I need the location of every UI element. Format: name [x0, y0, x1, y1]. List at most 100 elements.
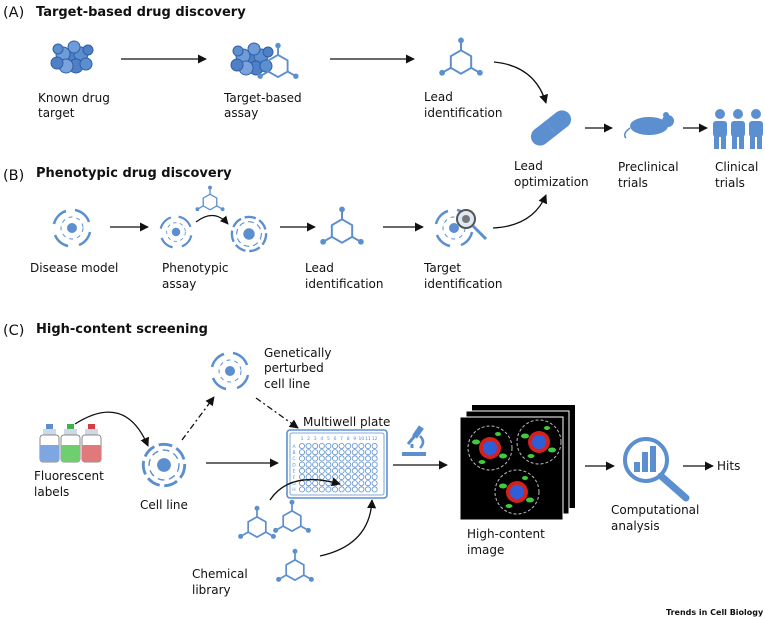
plate-well — [338, 442, 345, 449]
lead-id-a-label-1: Lead — [424, 90, 453, 104]
plate-row-label: B — [292, 450, 295, 456]
lead-molecule-icon-b — [319, 205, 365, 246]
hits-label: Hits — [717, 459, 740, 473]
plate-well — [345, 480, 352, 487]
known-target-label-2: target — [38, 106, 75, 120]
known-drug-target-icon — [50, 40, 94, 74]
plate-well — [371, 486, 378, 493]
credit-text: Trends in Cell Biology — [666, 608, 764, 617]
plate-well — [351, 442, 358, 449]
plate-well — [358, 461, 365, 468]
target-assay-label-1: Target-based — [223, 91, 302, 105]
plate-well — [364, 467, 371, 474]
chemical-label-2: library — [192, 583, 231, 597]
plate-well — [364, 480, 371, 487]
plate-well — [312, 480, 319, 487]
genetic-label-1: Genetically — [264, 346, 331, 360]
plate-well — [312, 455, 319, 462]
fluorescent-label-1: Fluorescent — [34, 469, 104, 483]
plate-well — [371, 480, 378, 487]
plate-well — [338, 455, 345, 462]
section-a-title: Target-based drug discovery — [36, 5, 246, 20]
plate-well — [318, 480, 325, 487]
plate-col-label: 5 — [327, 436, 330, 442]
plate-well — [331, 486, 338, 493]
lead-id-b-label-1: Lead — [305, 261, 334, 275]
plate-well — [331, 442, 338, 449]
plate-well — [298, 480, 305, 487]
plate-well — [298, 442, 305, 449]
plate-well — [312, 449, 319, 456]
plate-well — [325, 467, 332, 474]
plate-well — [358, 442, 365, 449]
plate-col-label: 10 — [359, 436, 365, 442]
plate-row-label: A — [292, 444, 296, 450]
arrow-a3 — [493, 61, 549, 104]
plate-well — [345, 461, 352, 468]
plate-row-label: C — [292, 456, 295, 462]
chemical-label-1: Chemical — [192, 567, 248, 581]
plate-col-label: 12 — [372, 436, 378, 442]
plate-well — [351, 486, 358, 493]
hc-image-label-2: image — [467, 543, 504, 557]
phenotypic-assay-label-2: assay — [162, 277, 196, 291]
plate-well — [325, 449, 332, 456]
cell-line-icon — [141, 442, 187, 488]
clinical-label-2: trials — [715, 176, 745, 190]
target-id-label-2: identification — [424, 277, 502, 291]
lead-molecule-icon-a — [438, 36, 484, 77]
plate-well — [298, 467, 305, 474]
plate-col-label: 4 — [320, 436, 323, 442]
plate-well — [351, 473, 358, 480]
plate-well — [318, 442, 325, 449]
disease-model-label: Disease model — [30, 261, 118, 275]
known-target-label-1: Known drug — [38, 91, 110, 105]
plate-well — [298, 486, 305, 493]
plate-col-label: 3 — [314, 436, 317, 442]
plate-well — [305, 442, 312, 449]
plate-well — [351, 455, 358, 462]
plate-well — [298, 461, 305, 468]
plate-well — [305, 467, 312, 474]
plate-well — [331, 473, 338, 480]
plate-well — [371, 461, 378, 468]
plate-well — [318, 473, 325, 480]
plate-well — [358, 449, 365, 456]
genetic-label-3: cell line — [264, 377, 310, 391]
section-a-letter: (A) — [3, 5, 24, 21]
phenotypic-assay-label-1: Phenotypic — [162, 261, 229, 275]
plate-well — [305, 480, 312, 487]
fluorescent-label-2: labels — [34, 485, 69, 499]
target-assay-icon — [230, 41, 300, 80]
plate-well — [345, 467, 352, 474]
plate-well — [305, 461, 312, 468]
plate-well — [312, 461, 319, 468]
plate-well — [364, 455, 371, 462]
plate-well — [312, 473, 319, 480]
plate-well — [345, 486, 352, 493]
pill-icon — [530, 110, 572, 146]
plate-well — [364, 473, 371, 480]
plate-well — [358, 486, 365, 493]
microscope-icon — [402, 425, 426, 456]
plate-well — [338, 467, 345, 474]
mouse-icon — [623, 112, 674, 139]
preclinical-label-1: Preclinical — [618, 160, 679, 174]
plate-well — [371, 473, 378, 480]
plate-well — [318, 461, 325, 468]
plate-well — [371, 442, 378, 449]
plate-well — [364, 449, 371, 456]
genetic-cell-icon — [210, 351, 250, 391]
arrow-c1 — [74, 411, 149, 447]
plate-col-label: 9 — [353, 436, 356, 442]
plate-well — [325, 486, 332, 493]
plate-well — [345, 449, 352, 456]
analysis-magnifier-icon — [623, 437, 690, 502]
lead-opt-label-2: optimization — [514, 175, 589, 189]
plate-well — [358, 480, 365, 487]
hc-image-label-1: High-content — [467, 527, 545, 541]
lead-opt-label-1: Lead — [514, 159, 543, 173]
plate-well — [298, 473, 305, 480]
